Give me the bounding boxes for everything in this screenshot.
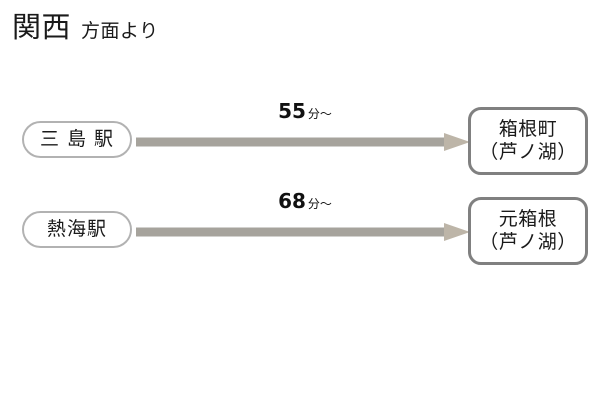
page-title-sub: 方面より — [81, 20, 159, 42]
destination-station-box[interactable]: 箱根町 （芦ノ湖） — [468, 107, 588, 175]
page-title: 関西 方面より — [12, 10, 159, 48]
route-arrow-connector — [136, 223, 470, 241]
route-arrow-connector — [136, 133, 470, 151]
destination-station-name: 元箱根 — [498, 208, 558, 230]
origin-station-pill[interactable]: 三 島 駅 — [22, 121, 132, 158]
route-row: 三 島 駅 55 分～ 箱根町 （芦ノ湖） — [0, 100, 600, 190]
route-duration: 68 分～ — [190, 190, 420, 215]
route-duration-unit: 分～ — [307, 107, 332, 121]
page-title-main: 関西 — [12, 10, 72, 44]
route-duration: 55 分～ — [190, 100, 420, 125]
route-duration-value: 68 — [278, 189, 306, 213]
route-row: 熱海駅 68 分～ 元箱根 （芦ノ湖） — [0, 190, 600, 280]
destination-station-box[interactable]: 元箱根 （芦ノ湖） — [468, 197, 588, 265]
origin-station-label: 熱海駅 — [46, 218, 107, 240]
destination-station-sub: （芦ノ湖） — [479, 141, 577, 163]
origin-station-label: 三 島 駅 — [39, 128, 115, 150]
origin-station-pill[interactable]: 熱海駅 — [22, 211, 132, 248]
destination-station-name: 箱根町 — [498, 118, 558, 140]
destination-station-sub: （芦ノ湖） — [479, 231, 577, 253]
route-duration-unit: 分～ — [307, 197, 332, 211]
route-duration-value: 55 — [278, 99, 306, 123]
